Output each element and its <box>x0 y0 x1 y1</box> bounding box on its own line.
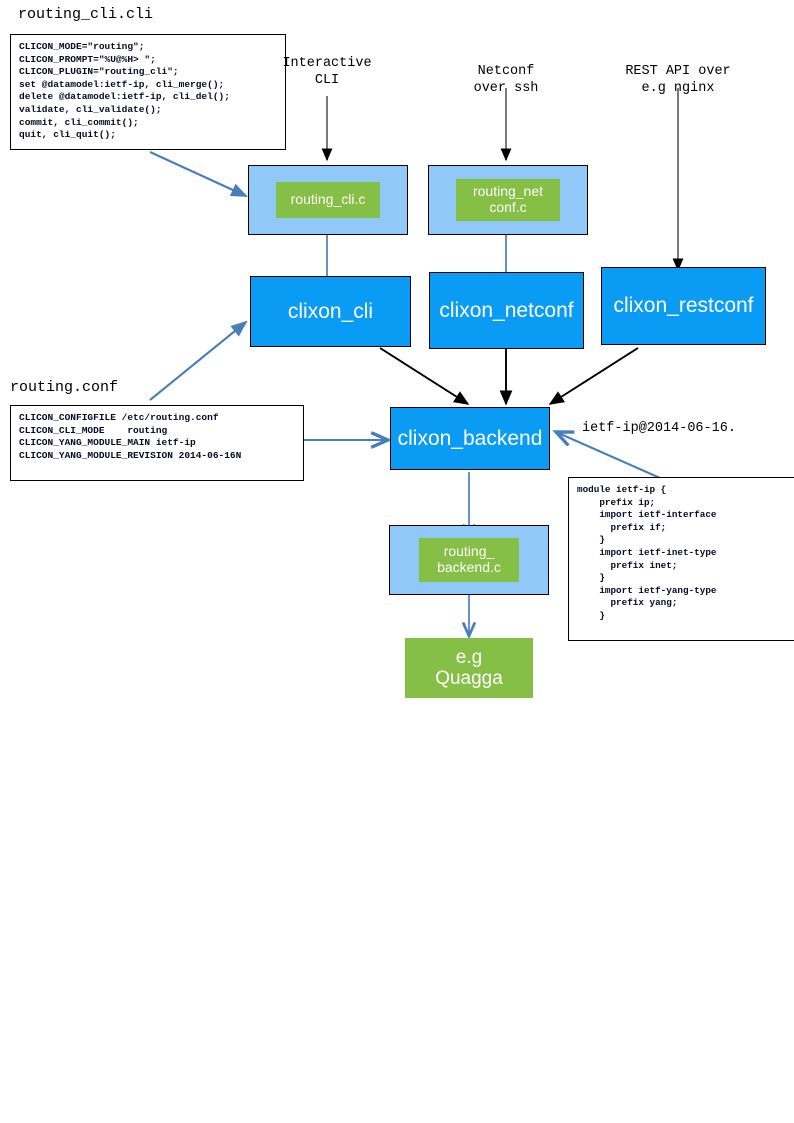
entry-label-netconf: Netconf over ssh <box>473 64 539 96</box>
entry-label-interactive-cli: Interactive CLI <box>282 56 372 88</box>
process-clixon-netconf[interactable]: clixon_netconf <box>429 272 584 349</box>
cli-plugin-host[interactable]: routing_cli.c <box>248 165 408 235</box>
arrow-cli-to-backend <box>379 347 470 405</box>
backend-plugin-code[interactable]: routing_ backend.c <box>419 538 519 582</box>
process-clixon-backend[interactable]: clixon_backend <box>390 407 550 470</box>
cli-spec-title: routing_cli.cli <box>18 6 154 23</box>
netconf-plugin-code[interactable]: routing_net conf.c <box>456 179 560 221</box>
entry-label-restconf: REST API over e.g nginx <box>625 64 731 96</box>
process-clixon-cli[interactable]: clixon_cli <box>250 276 411 347</box>
process-clixon-restconf[interactable]: clixon_restconf <box>601 267 766 345</box>
yang-spec-box: module ietf-ip { prefix ip; import ietf-… <box>568 477 794 641</box>
cli-spec-box: CLICON_MODE="routing"; CLICON_PROMPT="%U… <box>10 34 286 150</box>
arrow-yang-to-backend <box>556 432 661 479</box>
arrow-cli-spec-to-plugin <box>149 151 248 197</box>
arrow-restconf-to-backend <box>548 347 639 405</box>
arrow-conf-to-clixon-cli <box>149 320 248 401</box>
cli-plugin-code[interactable]: routing_cli.c <box>276 182 380 218</box>
conf-spec-box: CLICON_CONFIGFILE /etc/routing.conf CLIC… <box>10 405 304 481</box>
yang-spec-title: ietf-ip@2014-06-16. <box>582 421 736 436</box>
netconf-plugin-host[interactable]: routing_net conf.c <box>428 165 588 235</box>
conf-spec-title: routing.conf <box>10 379 119 396</box>
backend-plugin-host[interactable]: routing_ backend.c <box>389 525 549 595</box>
leaf-quagga[interactable]: e.g Quagga <box>405 638 533 698</box>
